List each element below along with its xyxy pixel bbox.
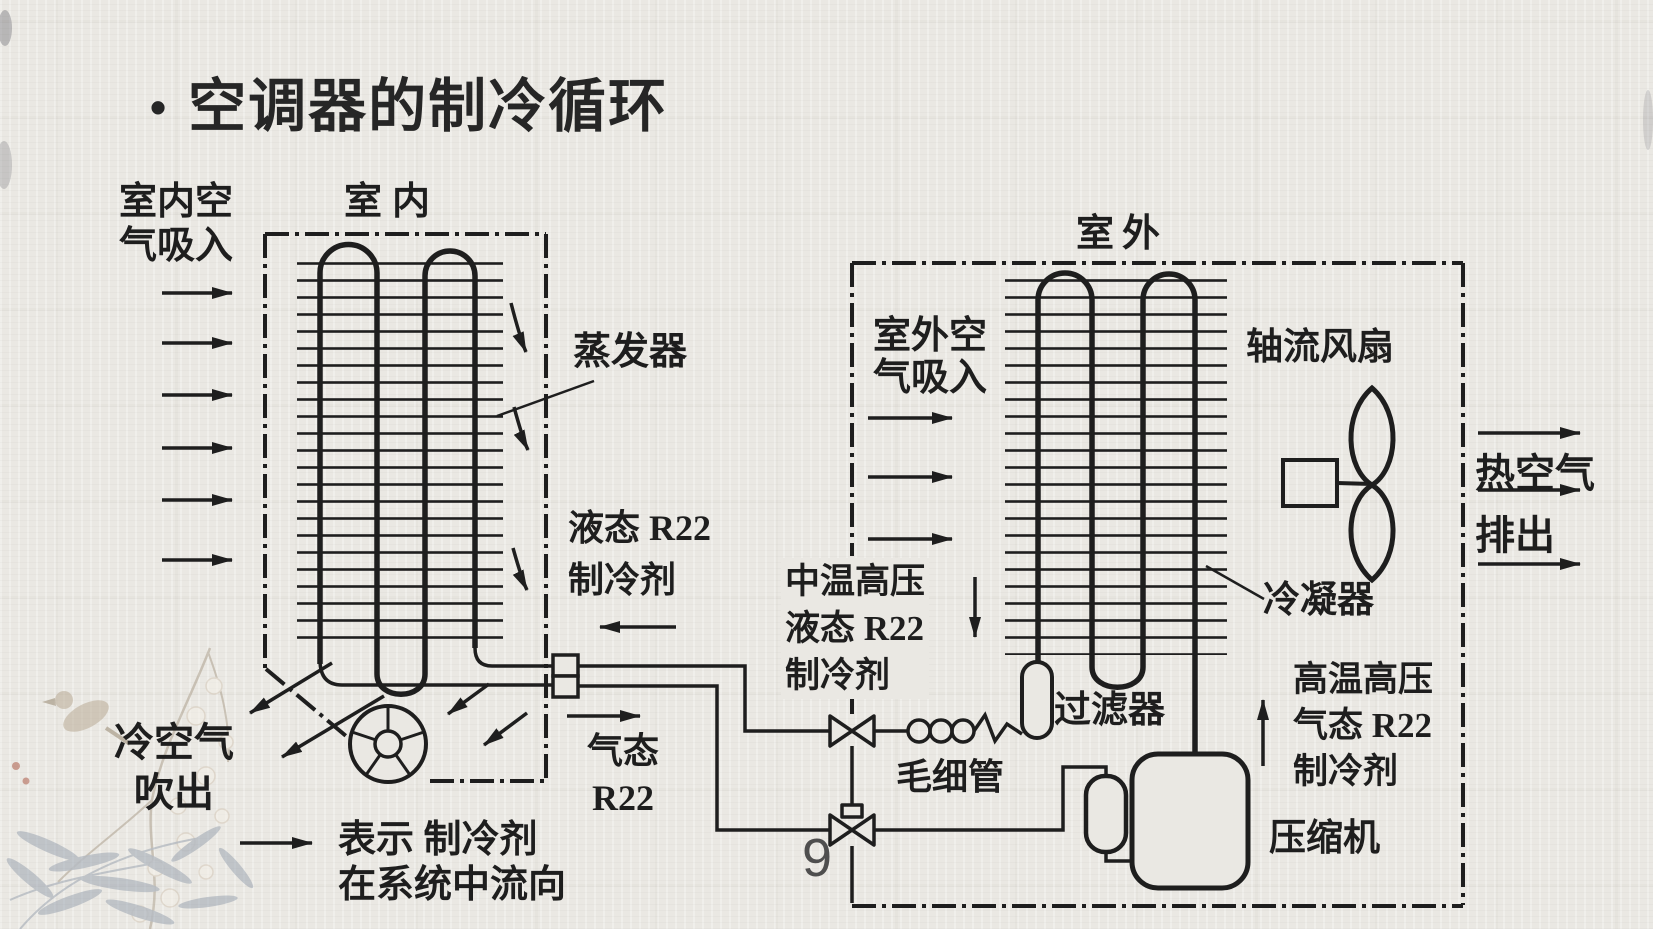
liquid-pipe-coil-elbow xyxy=(473,647,553,668)
accumulator-symbol xyxy=(1083,773,1129,855)
mid-temp-liquid-label: 中温高压 液态 R22 制冷剂 xyxy=(781,558,930,699)
refrigerant-pipes xyxy=(318,647,1132,903)
compressor-symbol xyxy=(1129,751,1251,891)
high-temp-gas-label: 高温高压 气态 R22 制冷剂 xyxy=(1293,660,1434,791)
legend-text: 表示 制冷剂 在系统中流向 xyxy=(338,819,567,906)
axial-fan-icon xyxy=(1281,384,1396,584)
gas-pipe-coil-elbow xyxy=(318,659,553,687)
bird-icon xyxy=(42,691,132,746)
filter-label: 过滤器 xyxy=(1054,690,1165,731)
capillary-label: 毛细管 xyxy=(896,757,1005,797)
indoor-air-in-label: 室内空 气吸入 xyxy=(118,181,233,267)
scan-artifacts xyxy=(0,10,1653,189)
capillary-symbol xyxy=(906,711,1023,745)
pipe-connectors xyxy=(551,653,580,699)
evaporator-coil xyxy=(297,241,503,697)
condenser-coil xyxy=(1005,270,1227,754)
outdoor-region-label: 室外 xyxy=(1076,213,1169,255)
suction-pipe xyxy=(873,765,1108,832)
compressor-group xyxy=(1083,751,1251,891)
page-title: • 空调器的制冷循环 xyxy=(150,74,669,139)
evaporator-fins xyxy=(297,252,503,652)
title-bullet: • xyxy=(150,81,169,133)
liquid-line-pipe xyxy=(577,664,830,733)
hot-air-out-label: 热空气 排出 xyxy=(1475,451,1595,558)
service-valve-top xyxy=(828,714,876,748)
bamboo-leaves-icon xyxy=(6,826,254,929)
fan-intake-arrows xyxy=(446,682,529,747)
outdoor-air-in-arrows xyxy=(868,412,953,545)
compressor-label: 压缩机 xyxy=(1269,818,1380,859)
plum-blossoms-icon xyxy=(131,677,234,923)
condenser-label: 冷凝器 xyxy=(1263,580,1374,621)
cold-air-out-label: 冷空气 吹出 xyxy=(114,720,234,815)
liquid-r22-label: 液态 R22 制冷剂 xyxy=(568,508,711,600)
page-number: 9 xyxy=(802,828,833,888)
gas-r22-label: 气态 R22 xyxy=(586,731,659,818)
condenser-pointer-line xyxy=(1205,564,1265,601)
condenser-fins xyxy=(1005,277,1227,655)
indoor-region-label: 室内 xyxy=(344,181,441,223)
axial-fan-label: 轴流风扇 xyxy=(1246,327,1394,368)
flow-arrows xyxy=(162,287,1581,849)
evaporator-label: 蒸发器 xyxy=(573,331,688,373)
filter-symbol xyxy=(1020,660,1054,740)
evaporator-internal-flow-arrows xyxy=(509,302,530,591)
gas-line-pipe xyxy=(577,684,831,832)
outdoor-air-in-label: 室外空 气吸入 xyxy=(872,315,987,399)
red-buds-icon xyxy=(12,762,30,785)
hot-air-out-arrows xyxy=(1478,427,1581,570)
blower-fan-icon xyxy=(348,704,428,784)
cold-air-out-arrows xyxy=(249,661,385,759)
indoor-unit-border xyxy=(263,232,548,783)
service-valve-bottom xyxy=(828,803,876,847)
indoor-air-in-arrows xyxy=(162,287,233,566)
decorative-painting xyxy=(6,647,254,929)
